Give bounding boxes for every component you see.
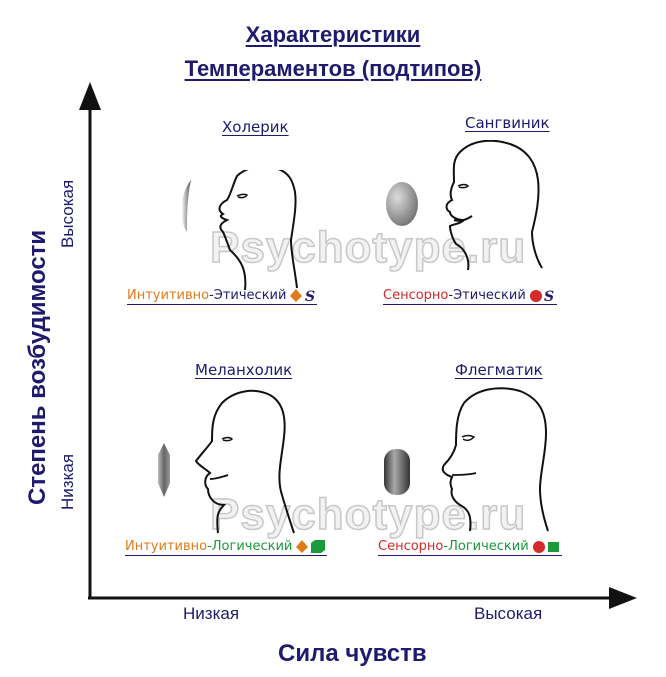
subtype-part-intuitive: Интуитивно: [127, 288, 210, 303]
x-tick-low: Низкая: [183, 604, 240, 623]
head-profile-icon: [218, 170, 298, 291]
intuitive-logical-icon: [296, 539, 326, 553]
subtype-part-logical: Логический: [448, 539, 529, 554]
y-axis-label: Степень возбудимости: [24, 229, 51, 505]
x-tick-high: Высокая: [474, 604, 543, 623]
crescent-shape-icon: [181, 180, 191, 232]
sensory-ethical-icon: S: [529, 289, 554, 303]
subtype-sanguine: Сенсорно - Этический S: [383, 288, 557, 305]
sanguine-figure: [386, 140, 543, 271]
subtype-part-ethical: Этический: [213, 288, 287, 303]
choleric-figure: [181, 170, 298, 291]
subtype-melancholic: Интуитивно - Логический: [125, 539, 328, 556]
ethical-s-icon: S: [305, 289, 315, 303]
subtype-dash: -: [207, 539, 212, 554]
x-axis-label: Сила чувств: [278, 640, 427, 667]
intuitive-diamond-icon: [296, 539, 309, 553]
watermark-bottom: Psychotype.ru: [209, 489, 527, 540]
subtype-dash: -: [448, 288, 454, 303]
subtype-choleric: Интуитивно - Этический S: [127, 288, 318, 305]
ethical-s-icon: S: [544, 289, 554, 303]
capsule-shape-icon: [384, 449, 410, 495]
oval-shape-icon: [386, 182, 418, 226]
subtype-phlegmatic: Сенсорно - Логический: [378, 539, 562, 556]
title-line-1: Характеристики: [245, 22, 421, 47]
subtype-part-sensory: Сенсорно: [383, 288, 449, 303]
temperament-choleric: Холерик: [222, 118, 289, 136]
sensory-circle-icon: [529, 289, 542, 302]
subtype-dash: -: [443, 539, 449, 554]
sensory-circle-icon: [532, 540, 545, 553]
head-profile-icon: [194, 389, 295, 534]
subtype-part-intuitive: Интуитивно: [125, 539, 208, 554]
subtype-dash: -: [209, 288, 214, 303]
temperament-sanguine: Сангвиник: [465, 114, 550, 132]
phlegmatic-figure: [384, 387, 549, 532]
crystal-shape-icon: [158, 443, 170, 497]
y-tick-high: Высокая: [58, 179, 77, 248]
head-profile-icon: [445, 140, 543, 271]
temperament-melancholic: Меланхолик: [195, 361, 293, 379]
logical-square-icon: [547, 541, 559, 552]
title-line-2: Темпераментов (подтипов): [184, 56, 482, 81]
sensory-logical-icon: [532, 540, 559, 553]
head-profile-icon: [441, 387, 549, 532]
intuitive-diamond-icon: [290, 288, 303, 302]
logical-cube-icon: [311, 539, 326, 553]
subtype-part-sensory: Сенсорно: [378, 539, 444, 554]
y-tick-low: Низкая: [58, 453, 77, 510]
subtype-part-logical: Логический: [211, 539, 293, 554]
melancholic-figure: [158, 389, 295, 534]
intuitive-ethical-icon: S: [290, 288, 316, 303]
watermark-top: Psychotype.ru: [209, 222, 527, 273]
temperament-phlegmatic: Флегматик: [455, 361, 543, 379]
subtype-part-ethical: Этический: [453, 288, 526, 303]
